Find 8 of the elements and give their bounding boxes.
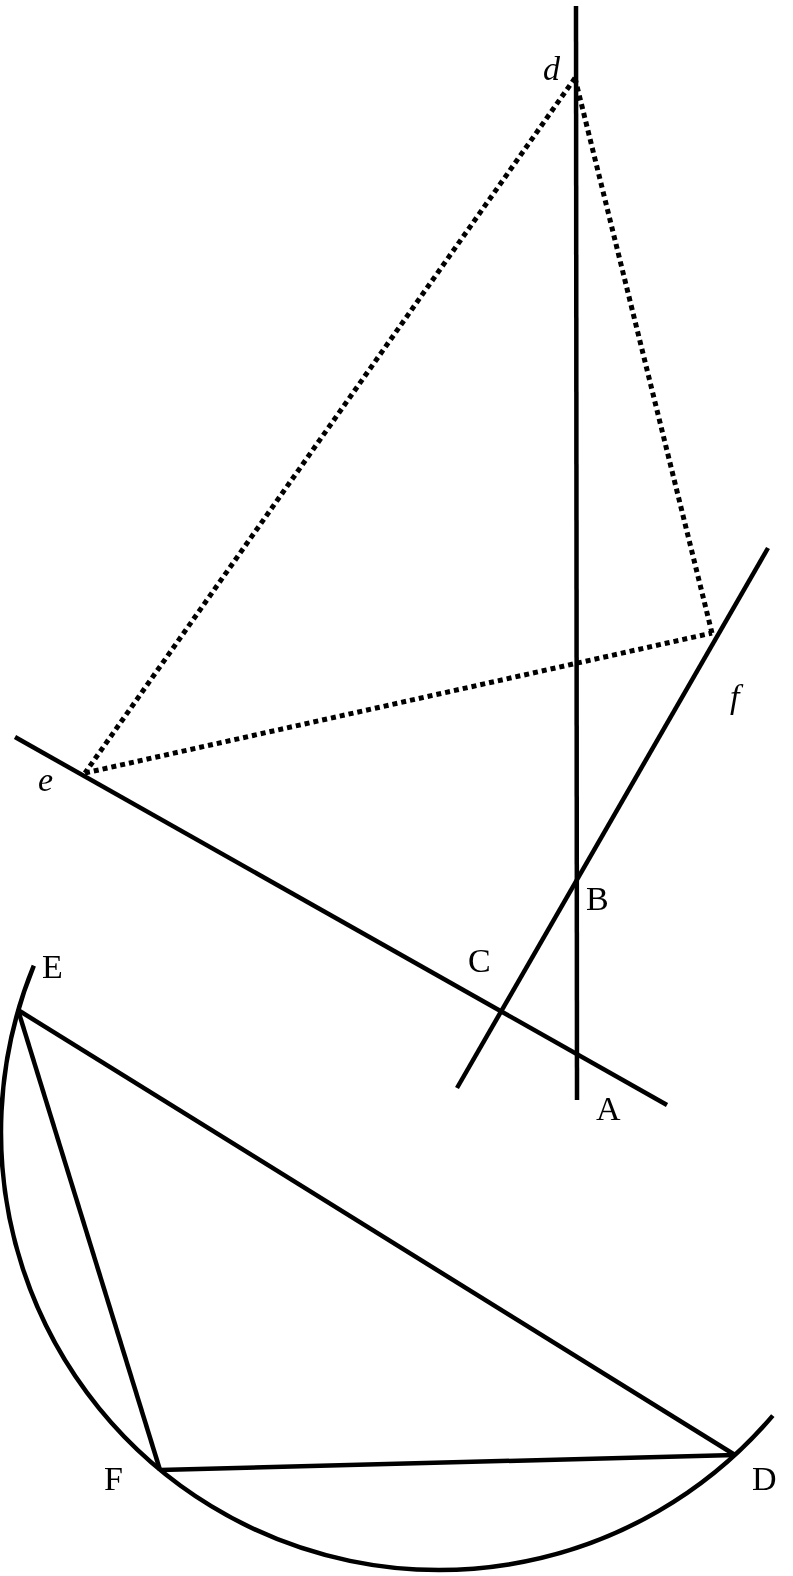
point-label: F	[104, 1462, 123, 1496]
point-label: e	[38, 763, 54, 797]
point-label: B	[586, 882, 609, 916]
point-label: D	[752, 1462, 777, 1496]
point-label: A	[596, 1092, 621, 1126]
point-label: E	[42, 950, 63, 984]
point-label: d	[543, 52, 560, 86]
point-label: C	[468, 944, 491, 978]
